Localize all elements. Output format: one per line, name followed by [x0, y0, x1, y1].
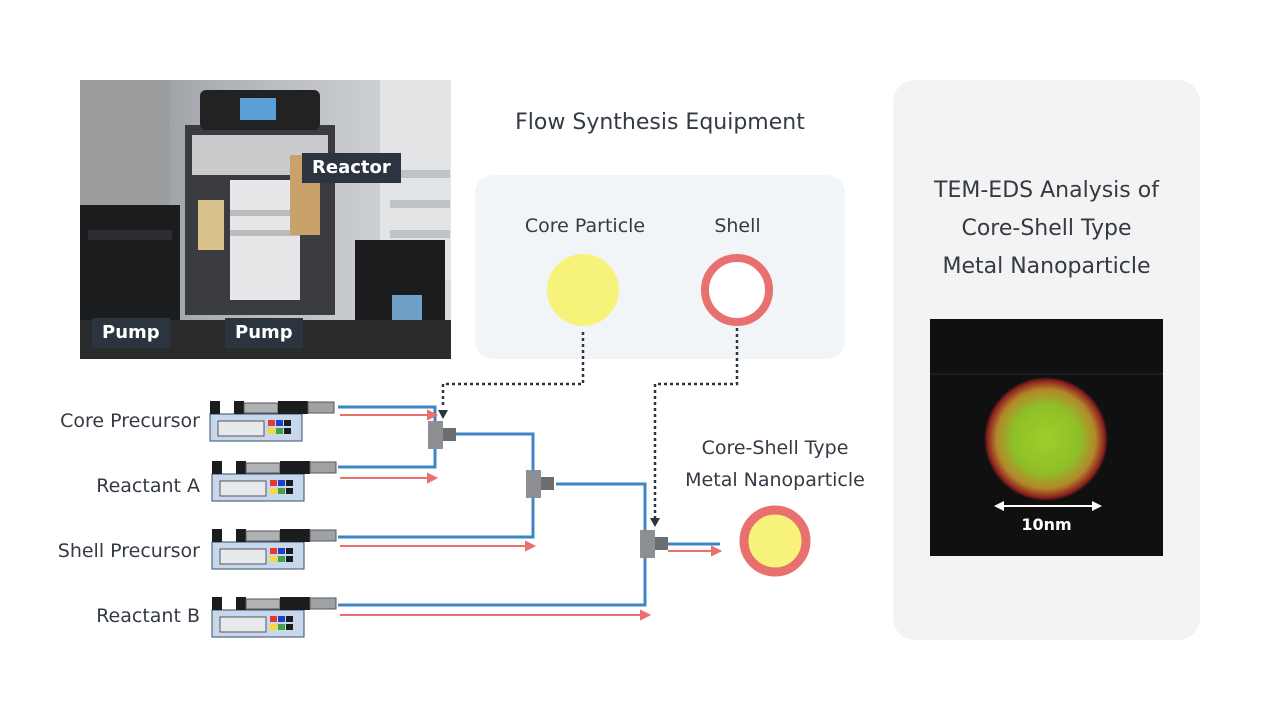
pump-label-core-precursor: Core Precursor	[60, 410, 200, 432]
tem-title-line3: Metal Nanoparticle	[942, 254, 1151, 279]
syringe-pump-icon	[209, 401, 335, 442]
core-particle-label: Core Particle	[524, 215, 646, 237]
nanoparticle-map	[984, 377, 1108, 501]
scale-label: 10nm	[1021, 515, 1072, 534]
tem-eds-drawing	[930, 319, 1163, 556]
flow-arrows	[340, 409, 723, 621]
shell-icon	[701, 254, 773, 326]
syringe-pump-icon	[211, 529, 337, 570]
syringe-pump-icon	[211, 597, 337, 638]
arrow-down-icon	[650, 518, 660, 527]
pump-label-shell-precursor: Shell Precursor	[57, 540, 200, 562]
tubing	[338, 405, 720, 607]
pump-label-reactant-b: Reactant B	[96, 605, 200, 627]
mixer-1	[428, 421, 456, 449]
shell-label: Shell	[714, 215, 761, 237]
arrow-right-icon	[1092, 501, 1102, 511]
pump-label-reactant-a: Reactant A	[96, 475, 200, 497]
pump-label-left: Pump	[92, 318, 170, 348]
tem-analysis-panel: TEM-EDS Analysis of Core-Shell Type Meta…	[893, 80, 1200, 640]
mixer-3	[640, 530, 668, 558]
tem-eds-image: 10nm	[930, 319, 1163, 556]
dotted-connectors	[441, 328, 739, 518]
particle-legend-panel: Core Particle Shell	[475, 175, 845, 359]
tem-title-line1: TEM-EDS Analysis of	[934, 178, 1159, 203]
arrow-down-icon	[438, 410, 448, 419]
syringe-pump-icon	[211, 461, 337, 502]
core-shell-particle-icon	[739, 505, 811, 577]
pump-label-center: Pump	[225, 318, 303, 348]
tem-title: TEM-EDS Analysis of Core-Shell Type Meta…	[893, 172, 1200, 286]
result-label-line2: Metal Nanoparticle	[685, 469, 865, 491]
arrow-left-icon	[994, 501, 1004, 511]
tem-title-line2: Core-Shell Type	[961, 216, 1132, 241]
equipment-photo-drawing	[80, 80, 451, 359]
core-particle-icon	[547, 254, 619, 326]
syringe-pumps	[209, 401, 337, 638]
equipment-title: Flow Synthesis Equipment	[515, 110, 805, 135]
result-label-line1: Core-Shell Type	[701, 437, 849, 459]
reactor-label: Reactor	[302, 153, 401, 183]
mixer-2	[526, 470, 554, 498]
result-label: Core-Shell Type Metal Nanoparticle	[680, 432, 870, 496]
equipment-photo: Reactor Pump Pump	[80, 80, 451, 359]
